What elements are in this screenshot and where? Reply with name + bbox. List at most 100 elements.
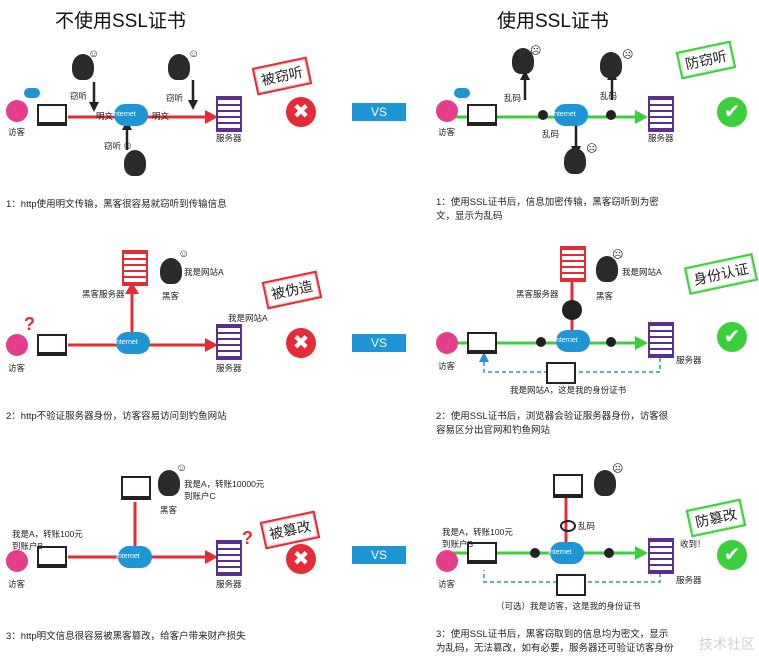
garbled-label: 乱码 xyxy=(578,521,596,531)
row2-left-caption: 2：http不验证服务器身份，访客容易访问到钓鱼网站 xyxy=(6,411,227,422)
laptop-icon xyxy=(37,334,67,356)
red-x-icon: ✖ xyxy=(286,328,316,358)
internet-cloud-icon xyxy=(116,332,150,354)
smile-face-icon: ☺ xyxy=(178,248,190,260)
fake-site-claim: 我是网站A xyxy=(622,267,662,277)
internet-label: Internet xyxy=(552,111,576,118)
internet-cloud-icon xyxy=(114,104,148,126)
garbled-label-1: 乱码 xyxy=(504,93,522,103)
eavesdrop-label-1: 窃听 xyxy=(70,91,88,101)
server-label: 服务器 xyxy=(216,363,242,373)
vs-badge-2: VS xyxy=(352,334,406,352)
green-check-icon: ✔ xyxy=(717,322,747,352)
lock-icon-1 xyxy=(530,548,540,558)
server-label: 服务器 xyxy=(676,575,702,585)
smile-face-icon-3: ☺ xyxy=(122,140,134,152)
hacker-icon xyxy=(158,470,180,496)
red-x-icon: ✖ xyxy=(286,544,316,574)
visitor-icon xyxy=(436,550,458,572)
server-label: 服务器 xyxy=(216,579,242,589)
row3-right-caption-1: 3：使用SSL证书后，黑客窃取到的信息均为密文，显示 xyxy=(436,629,669,640)
hacker-icon xyxy=(594,470,616,496)
row1-left-caption: 1：http使用明文传输，黑客很容易就窃听到传输信息 xyxy=(6,199,227,210)
row1-right-caption-1: 1：使用SSL证书后，信息加密传输，黑客窃听到为密 xyxy=(436,197,659,208)
visitor-label: 访客 xyxy=(438,127,456,137)
internet-cloud-icon xyxy=(550,542,584,564)
block-lock-icon xyxy=(562,300,582,320)
laptop-icon xyxy=(467,104,497,126)
server-label: 服务器 xyxy=(676,355,702,365)
visitor-msg-1: 我是A，转账100元 xyxy=(12,529,83,539)
smile-face-icon: ☺ xyxy=(176,462,188,474)
row1-right-caption-2: 文，显示为乱码 xyxy=(436,211,503,222)
question-mark-icon: ? xyxy=(242,528,253,548)
hacker-icon-3 xyxy=(124,150,146,176)
laptop-icon xyxy=(467,542,497,564)
watermark: 技术社区 xyxy=(699,636,755,652)
server-icon xyxy=(216,324,242,360)
internet-label: Internet xyxy=(114,339,138,346)
fake-site-claim: 我是网站A xyxy=(184,267,224,277)
question-mark-icon: ? xyxy=(24,314,35,334)
laptop-icon xyxy=(37,104,67,126)
server-icon xyxy=(216,96,242,132)
certificate-icon xyxy=(546,362,576,384)
hacker-msg-2: 到账户C xyxy=(184,491,216,501)
hacker-msg-1: 我是A，转账10000元 xyxy=(184,479,265,489)
green-check-icon: ✔ xyxy=(717,97,747,127)
internet-label: Internet xyxy=(548,549,572,556)
row2-right-caption-2: 容易区分出官网和钓鱼网站 xyxy=(436,425,551,436)
eavesdrop-label-3: 窃听 xyxy=(104,141,122,151)
hacker-icon-2 xyxy=(168,54,190,80)
visitor-label: 访客 xyxy=(8,363,26,373)
row3-left-panel: 访客 我是A，转账100元 到账户B Internet ☺ 黑客 我是A，转账1… xyxy=(0,440,380,642)
received-label: 收到！ xyxy=(680,539,706,549)
sad-face-icon-1: ☹ xyxy=(530,45,542,57)
visitor-icon xyxy=(6,100,28,122)
sad-face-icon: ☹ xyxy=(612,249,624,261)
laptop-icon xyxy=(37,546,67,568)
smile-face-icon-2: ☺ xyxy=(188,48,200,60)
visitor-msg-2: 到账户B xyxy=(12,541,44,551)
left-heading: 不使用SSL证书 xyxy=(55,11,186,32)
certificate-note: （可选）我是访客，这是我的身份证书 xyxy=(496,601,641,611)
vs-badge-3: VS xyxy=(352,546,406,564)
hacker-icon xyxy=(596,256,618,282)
garbled-label-2: 乱码 xyxy=(600,91,618,101)
visitor-icon xyxy=(436,100,458,122)
chat-bubble-icon xyxy=(24,88,40,98)
row2-right-panel: 访客 Internet 黑客服务器 ☹ 黑客 我是网站A 服务器 我是网站A，这… xyxy=(380,220,759,436)
hacker-icon xyxy=(160,258,182,284)
lock-icon-2 xyxy=(606,337,616,347)
visitor-icon xyxy=(6,334,28,356)
lock-icon-1 xyxy=(538,110,548,120)
eye-icon xyxy=(560,520,576,532)
hacker-server-label: 黑客服务器 xyxy=(516,289,559,299)
visitor-label: 访客 xyxy=(8,579,26,589)
hacker-icon-2 xyxy=(600,52,622,78)
internet-label: Internet xyxy=(116,553,140,560)
eavesdrop-label-2: 窃听 xyxy=(166,93,184,103)
visitor-msg-1: 我是A，转账100元 xyxy=(442,527,513,537)
hacker-icon-3 xyxy=(564,148,586,174)
hacker-label: 黑客 xyxy=(596,291,614,301)
row2-right-caption-1: 2：使用SSL证书后，浏览器会验证服务器身份，访客很 xyxy=(436,411,669,422)
lock-icon-2 xyxy=(606,110,616,120)
vs-badge-1: VS xyxy=(352,103,406,121)
green-check-icon: ✔ xyxy=(717,540,747,570)
right-heading: 使用SSL证书 xyxy=(497,11,609,32)
certificate-icon xyxy=(556,574,586,596)
visitor-label: 访客 xyxy=(438,579,456,589)
row2-left-panel: ? 访客 Internet 黑客服务器 ☺ 黑客 我是网站A 我是网站A 服务器… xyxy=(0,220,380,422)
hacker-server-icon xyxy=(122,250,148,286)
internet-cloud-icon xyxy=(556,330,590,352)
chat-bubble-icon xyxy=(454,88,470,98)
server-icon xyxy=(648,96,674,132)
hacker-server-label: 黑客服务器 xyxy=(82,289,125,299)
plaintext-label-2: 明文 xyxy=(152,111,170,121)
row2-left-graphic xyxy=(68,282,218,352)
internet-cloud-icon xyxy=(118,546,152,568)
server-label: 服务器 xyxy=(648,133,674,143)
hacker-icon-1 xyxy=(72,54,94,80)
